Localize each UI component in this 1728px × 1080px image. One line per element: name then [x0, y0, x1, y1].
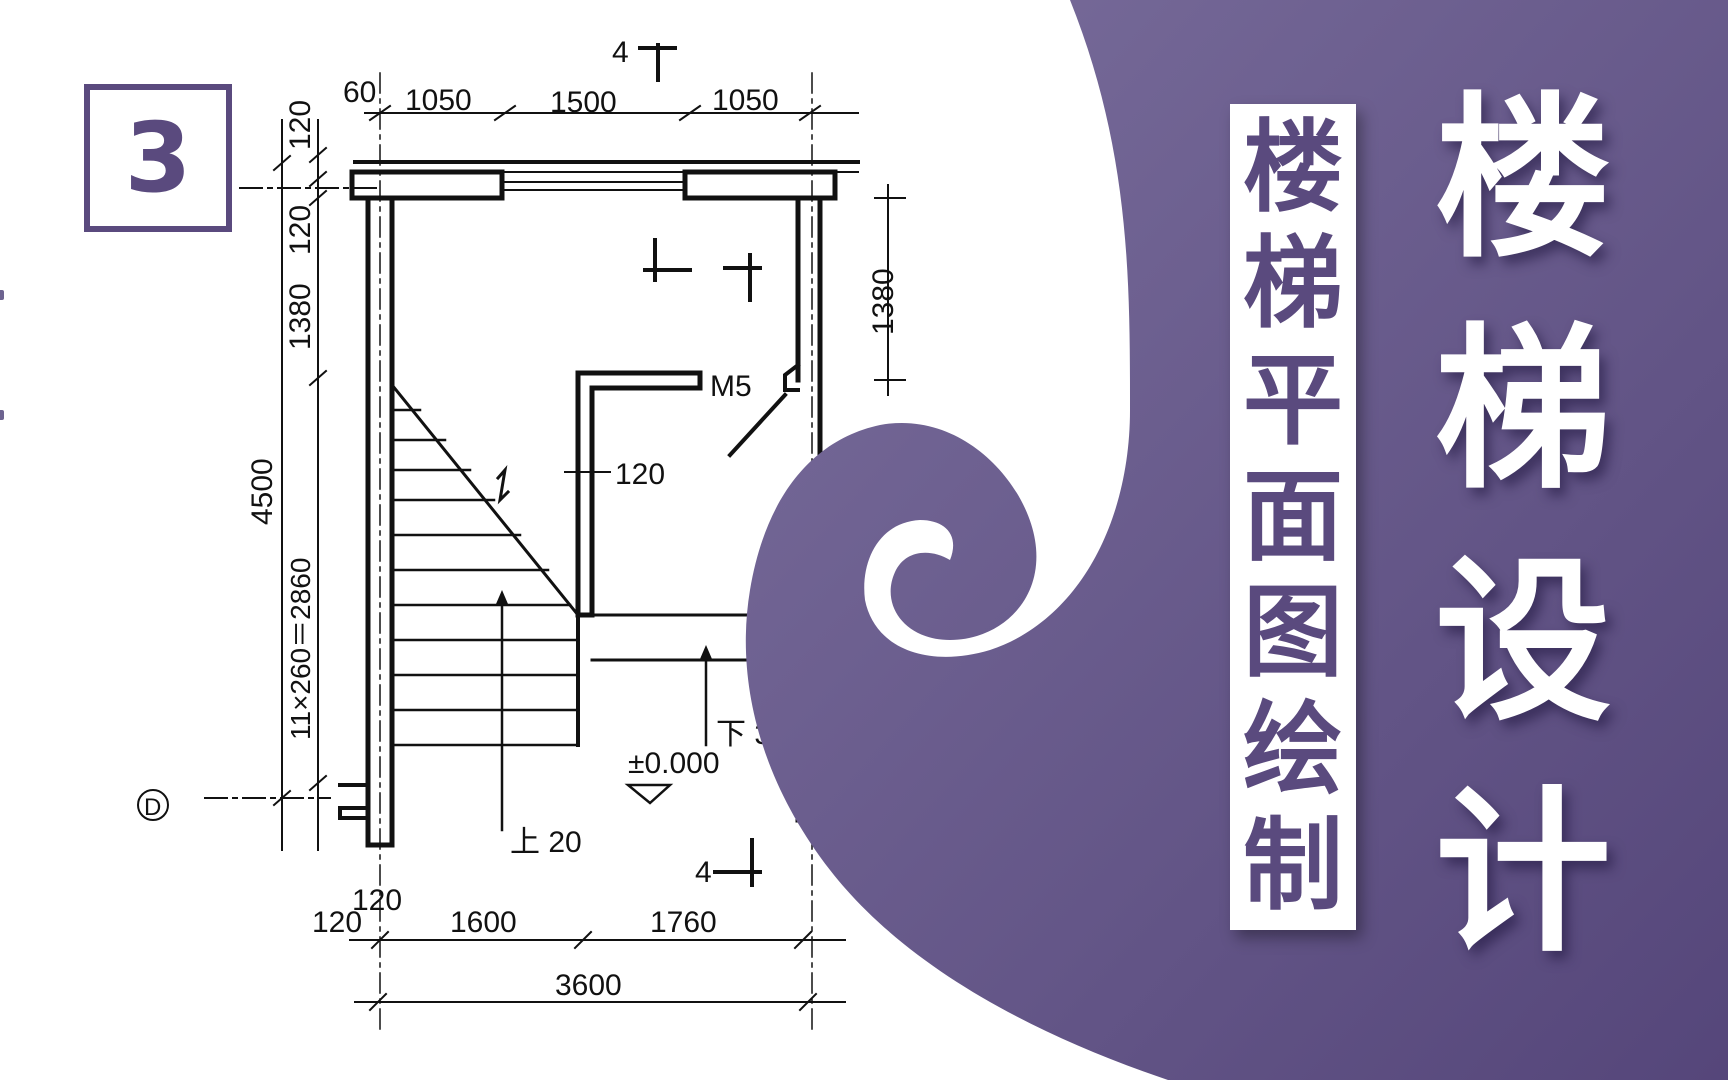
- grid-axis-label: D: [144, 794, 161, 821]
- elevation-label: ±0.000: [628, 747, 720, 780]
- title-char: 梯: [1434, 308, 1611, 514]
- wall-thickness-dim: 120: [615, 458, 665, 491]
- subtitle-vertical-banner: 楼 梯 平 面 图 绘 制: [1230, 104, 1356, 930]
- title-char: 设: [1434, 539, 1611, 745]
- dim-top-60: 60: [343, 76, 376, 109]
- episode-number: 3: [124, 102, 192, 214]
- subtitle-char: 梯: [1243, 225, 1343, 343]
- dim-bottom-3600: 3600: [555, 969, 622, 1002]
- up-label: 上 20: [510, 826, 582, 859]
- edge-mark: [0, 290, 4, 300]
- dim-top-1050-left: 1050: [405, 84, 472, 117]
- dim-top-1050-right: 1050: [712, 84, 779, 117]
- dim-right-1380: 1380: [867, 268, 900, 335]
- title-char: 楼: [1434, 77, 1611, 282]
- subtitle-char: 平: [1243, 341, 1343, 459]
- subtitle-char: 楼: [1243, 109, 1343, 227]
- episode-number-badge: 3: [84, 84, 232, 232]
- dim-left-1380: 1380: [284, 283, 317, 350]
- subtitle-char: 制: [1243, 806, 1343, 924]
- dim-left-stair: 11×260＝2860: [285, 558, 316, 740]
- dim-top-1500: 1500: [550, 86, 617, 119]
- dim-bottom-1760: 1760: [650, 906, 717, 939]
- subtitle-char: 图: [1243, 574, 1343, 692]
- subtitle-char: 面: [1243, 457, 1343, 575]
- dim-bottom-1600: 1600: [450, 906, 517, 939]
- dim-left-120a: 120: [284, 100, 317, 150]
- subtitle-char: 绘: [1243, 690, 1343, 808]
- main-title-vertical: 楼 梯 设 计: [1418, 92, 1628, 962]
- title-char: 计: [1434, 770, 1611, 976]
- axis-mark-top: 4: [612, 36, 629, 69]
- axis-mark-bottom: 4: [695, 856, 712, 889]
- edge-mark: [0, 410, 4, 420]
- dim-left-4500: 4500: [246, 458, 279, 525]
- dim-bottom-120a: 120: [312, 906, 362, 939]
- dim-bottom-120b: 120: [352, 884, 402, 917]
- door-label: M5: [710, 370, 752, 403]
- dim-left-120b: 120: [284, 205, 317, 255]
